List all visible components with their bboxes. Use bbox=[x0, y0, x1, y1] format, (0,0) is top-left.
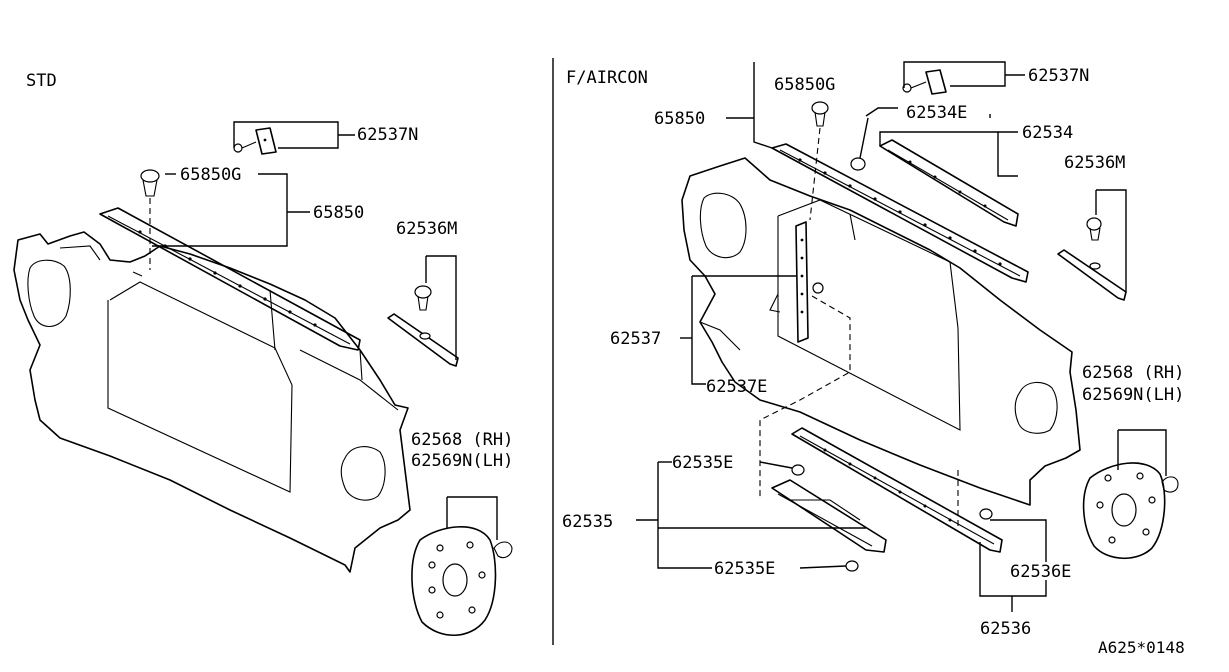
bracket-62536m-aircon bbox=[1057, 217, 1127, 301]
bracket-62536m-std bbox=[387, 285, 459, 367]
label-62534e-aircon: 62534E bbox=[906, 103, 967, 123]
clip-65850g-std bbox=[132, 169, 160, 277]
label-62537e-aircon: 62537E bbox=[706, 377, 767, 397]
label-62536-aircon: 62536 bbox=[980, 619, 1031, 639]
stay-62535-aircon bbox=[771, 464, 887, 572]
label-62537n-aircon: 62537N bbox=[1028, 66, 1089, 86]
label-62569n-std: 62569N(LH) bbox=[411, 451, 513, 471]
leaders-aircon bbox=[636, 61, 1167, 612]
label-62537-aircon: 62537 bbox=[610, 329, 661, 349]
bracket-62537n-aircon bbox=[902, 69, 947, 95]
label-62534-aircon: 62534 bbox=[1022, 123, 1073, 143]
lower-bar-62536-aircon bbox=[791, 427, 1003, 553]
label-62568-std: 62568 (RH) bbox=[411, 430, 513, 450]
leaders-std bbox=[152, 121, 498, 540]
label-62535-aircon: 62535 bbox=[562, 512, 613, 532]
upper-support-bar-aircon bbox=[771, 143, 1029, 283]
clip-65850g-aircon bbox=[809, 101, 829, 221]
label-62535e-top-aircon: 62535E bbox=[672, 453, 733, 473]
radiator-core-support-aircon bbox=[681, 157, 1081, 506]
bracket-62537n-std bbox=[233, 127, 277, 155]
bar-62534-aircon bbox=[850, 139, 1019, 227]
label-65850g-aircon: 65850G bbox=[774, 75, 835, 95]
label-62569n-aircon: 62569N(LH) bbox=[1082, 385, 1184, 405]
label-62536m-aircon: 62536M bbox=[1064, 153, 1125, 173]
label-65850-aircon: 65850 bbox=[654, 109, 705, 129]
label-65850-std: 65850 bbox=[313, 203, 364, 223]
side-plate-aircon bbox=[1082, 462, 1179, 559]
label-62568-aircon: 62568 (RH) bbox=[1082, 363, 1184, 383]
section-title-aircon: F/AIRCON bbox=[566, 68, 648, 88]
label-62537n-std: 62537N bbox=[357, 125, 418, 145]
section-title-std: STD bbox=[26, 71, 57, 91]
radiator-core-support-std bbox=[13, 231, 411, 573]
label-62536m-std: 62536M bbox=[396, 219, 457, 239]
label-65850g-std: 65850G bbox=[180, 165, 241, 185]
label-62536e-aircon: 62536E bbox=[1010, 562, 1071, 582]
stay-62537-aircon bbox=[759, 221, 851, 500]
side-plate-std bbox=[411, 526, 513, 636]
upper-support-bar-std bbox=[99, 207, 361, 351]
label-62535e-bottom-aircon: 62535E bbox=[714, 559, 775, 579]
figure-code: A625*0148 bbox=[1098, 638, 1185, 657]
